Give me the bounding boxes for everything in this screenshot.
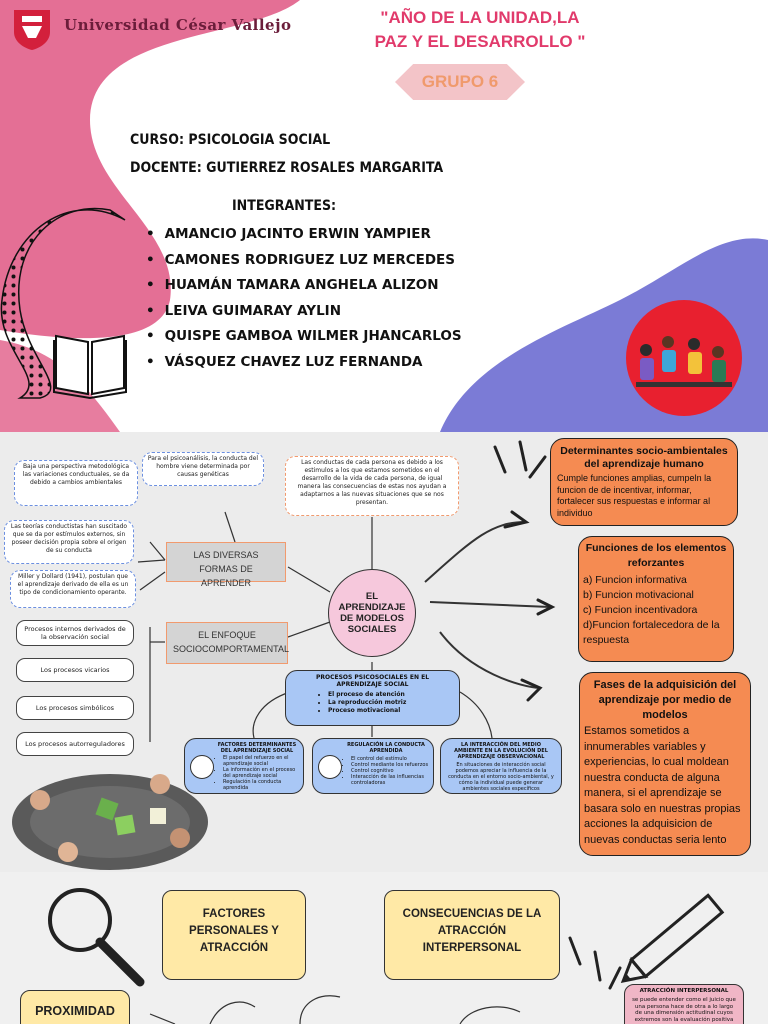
member-item: AMANCIO JACINTO ERWIN YAMPIER [146, 222, 462, 248]
procesos-title: PROCESOS PSICOSOCIALES EN EL APRENDIZAJE… [315, 674, 430, 688]
note-perspectiva: Baja una perspectiva metodológica las va… [14, 460, 138, 506]
funciones-item: d)Funcion fortalecedora de la respuesta [583, 619, 720, 646]
determinantes-title: Determinantes socio-ambientales del apre… [560, 445, 728, 470]
member-item: CAMONES RODRIGUEZ LUZ MERCEDES [146, 248, 462, 274]
factores-list: El papel del refuerzo en el aprendizaje … [223, 755, 299, 791]
proximidad-box: PROXIMIDAD [20, 990, 130, 1024]
pill-procesos-internos: Procesos internos derivados de la observ… [16, 620, 134, 646]
regulacion-list: El control del estímulo Control mediante… [351, 756, 429, 786]
regulacion-circle-icon [318, 755, 342, 779]
factores-personales-box: FACTORES PERSONALES Y ATRACCIÓN [162, 890, 306, 980]
pill-vicarios: Los procesos vicarios [16, 658, 134, 682]
factores-circle-icon [190, 755, 214, 779]
university-logo-icon [10, 6, 54, 50]
interaccion-title: LA INTERACCIÓN DEL MEDIO AMBIENTE EN LA … [454, 742, 548, 760]
factores-title: FACTORES DETERMINANTES DEL APRENDIZAJE S… [217, 742, 297, 754]
member-item: HUAMÁN TAMARA ANGHELA ALIZON [146, 273, 462, 299]
course-line: CURSO: PSICOLOGIA SOCIAL [130, 132, 331, 148]
regulacion-title: REGULACIÓN LA CONDUCTA APRENDIDA [347, 742, 425, 754]
factores-item: El papel del refuerzo en el aprendizaje … [223, 755, 299, 767]
funciones-item: c) Funcion incentivadora [583, 604, 698, 616]
regulacion-item: Control mediante los refuerzos [351, 762, 429, 768]
atraccion-interpersonal-box: ATRACCIÓN INTERPERSONAL se puede entende… [624, 984, 744, 1024]
center-node-label: EL APRENDIZAJE DE MODELOS SOCIALES [338, 591, 406, 635]
fases-text: Estamos sometidos a innumerables variabl… [584, 725, 741, 846]
fases-box: Fases de la adquisición del aprendizaje … [579, 672, 751, 856]
procesos-psicosociales-box: PROCESOS PSICOSOCIALES EN EL APRENDIZAJE… [285, 670, 460, 726]
factores-item: Regulación la conducta aprendida [223, 779, 299, 791]
members-list: AMANCIO JACINTO ERWIN YAMPIER CAMONES RO… [146, 222, 462, 375]
procesos-item: Proceso motivacional [328, 707, 451, 715]
regulacion-item: Control cognitivo [351, 768, 429, 774]
interaccion-box: LA INTERACCIÓN DEL MEDIO AMBIENTE EN LA … [440, 738, 562, 794]
fases-title: Fases de la adquisición del aprendizaje … [593, 679, 737, 721]
open-book-icon [50, 328, 130, 400]
funciones-title: Funciones de los elementos reforzantes [585, 542, 727, 569]
determinantes-text: Cumple funciones amplias, cumpeln la fun… [557, 473, 712, 518]
funciones-item: b) Funcion motivacional [583, 589, 694, 601]
motto-line-2: PAZ Y EL DESARROLLO " [374, 32, 586, 51]
factores-item: La información en el proceso del aprendi… [223, 767, 299, 779]
member-item: VÁSQUEZ CHAVEZ LUZ FERNANDA [146, 350, 462, 376]
consecuencias-box: CONSECUENCIAS DE LA ATRACCIÓN INTERPERSO… [384, 890, 560, 980]
funciones-box: Funciones de los elementos reforzantes a… [578, 536, 734, 662]
determinantes-box: Determinantes socio-ambientales del apre… [550, 438, 738, 526]
motto: "AÑO DE LA UNIDAD,LA PAZ Y EL DESARROLLO… [330, 6, 630, 54]
cover-page: Universidad César Vallejo "AÑO DE LA UNI… [0, 0, 768, 432]
mind-map-section: Baja una perspectiva metodológica las va… [0, 432, 768, 872]
puzzle-hands-photo-icon [10, 760, 210, 872]
note-psicoanalisis: Para el psicoanálisis, la conducta del h… [142, 452, 264, 486]
members-title: INTEGRANTES: [232, 198, 337, 214]
member-item: LEIVA GUIMARAY AYLIN [146, 299, 462, 325]
bottom-decorations [48, 888, 725, 1024]
funciones-list: a) Funcion informativa b) Funcion motiva… [583, 573, 729, 648]
group-discussion-illustration-icon [618, 290, 750, 420]
bottom-section: FACTORES PERSONALES Y ATRACCIÓN CONSECUE… [0, 872, 768, 1024]
regulacion-item: Interacción de las influencias controlad… [351, 774, 429, 786]
group-badge: GRUPO 6 [395, 64, 525, 100]
mind-map-connectors [137, 440, 556, 742]
note-conductistas: Las teorías conductistas han suscitado q… [4, 520, 134, 564]
interaccion-text: En situaciones de interacción social pod… [448, 762, 554, 792]
procesos-item: El proceso de atención [328, 691, 451, 699]
atraccion-title: ATRACCIÓN INTERPERSONAL [639, 988, 729, 994]
center-node: EL APRENDIZAJE DE MODELOS SOCIALES [328, 569, 416, 657]
polka-dot-swirl-icon [0, 200, 140, 400]
formas-de-aprender-box: LAS DIVERSAS FORMAS DE APRENDER [166, 542, 286, 588]
teacher-line: DOCENTE: GUTIERREZ ROSALES MARGARITA [130, 160, 444, 176]
pill-autorreguladores: Los procesos autorreguladores [16, 732, 134, 756]
member-item: QUISPE GAMBOA WILMER JHANCARLOS [146, 324, 462, 350]
motto-line-1: "AÑO DE LA UNIDAD,LA [380, 8, 580, 27]
atraccion-text: se puede entender como el juicio que una… [632, 997, 736, 1023]
note-conductas: Las conductas de cada persona es debido … [285, 456, 459, 516]
procesos-item: La reproducción motriz [328, 699, 451, 707]
regulacion-item: El control del estímulo [351, 756, 429, 762]
funciones-item: a) Funcion informativa [583, 574, 687, 586]
note-miller-dollard: Miller y Dollard (1941), postulan que el… [10, 570, 136, 608]
university-name: Universidad César Vallejo [64, 16, 292, 34]
pill-simbolicos: Los procesos simbólicos [16, 696, 134, 720]
procesos-list: El proceso de atención La reproducción m… [328, 691, 451, 715]
enfoque-sociocomportamental-box: EL ENFOQUE SOCIOCOMPORTAMENTAL [166, 622, 289, 664]
